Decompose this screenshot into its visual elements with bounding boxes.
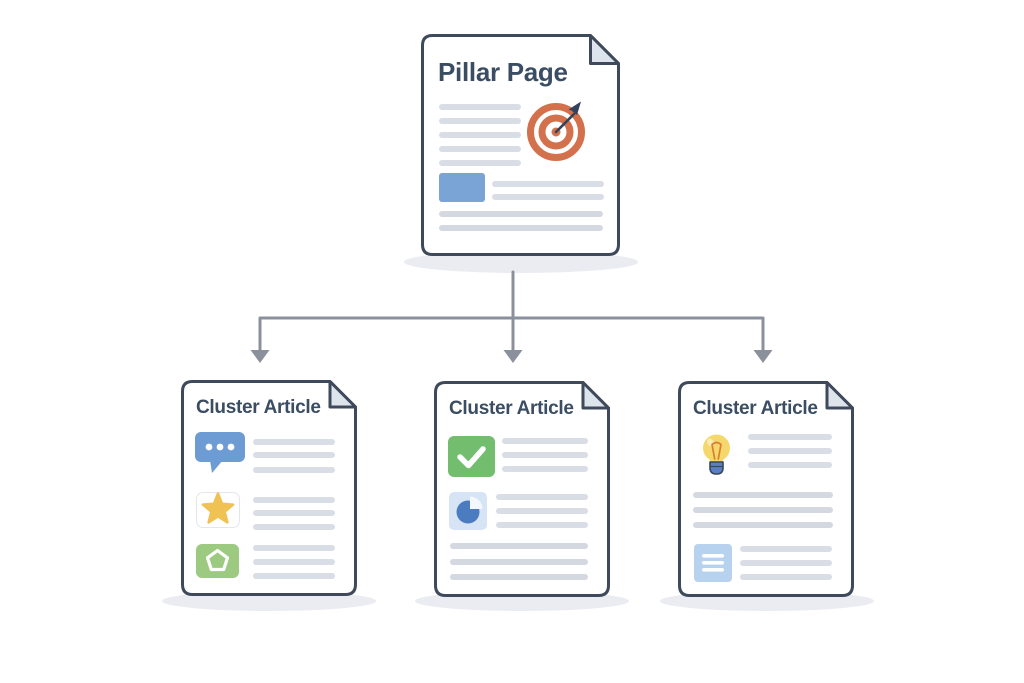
text-line-placeholder	[450, 574, 588, 580]
text-line-placeholder	[740, 574, 832, 580]
cluster-article-title: Cluster Article	[693, 398, 818, 419]
lightbulb-icon	[703, 434, 730, 475]
text-line-placeholder	[496, 494, 588, 500]
checkmark-icon	[457, 446, 486, 469]
text-line-placeholder	[496, 522, 588, 528]
text-line-placeholder	[439, 104, 521, 110]
arrowhead-icon	[250, 350, 270, 363]
text-line-placeholder	[253, 573, 335, 579]
text-lines-icon	[702, 554, 724, 572]
text-line-placeholder	[748, 462, 832, 468]
text-line-placeholder	[502, 466, 588, 472]
pillar-page-title: Pillar Page	[438, 57, 568, 87]
pentagon-badge	[196, 544, 239, 578]
text-line-placeholder	[439, 118, 521, 124]
text-line-placeholder	[439, 225, 603, 231]
highlight-block	[439, 173, 485, 202]
text-line-placeholder	[439, 146, 521, 152]
text-line-placeholder	[693, 492, 833, 498]
text-line-placeholder	[740, 546, 832, 552]
text-line-placeholder	[693, 507, 833, 513]
arrowhead-icon	[503, 350, 523, 363]
text-line-placeholder	[748, 434, 832, 440]
star-icon	[201, 492, 235, 524]
text-line-placeholder	[439, 132, 521, 138]
text-line-placeholder	[492, 194, 604, 200]
cluster-article-card-3: Cluster Article	[678, 381, 854, 597]
cluster-shadow-1	[162, 591, 376, 611]
pillar-shadow	[404, 251, 638, 273]
pie-chart-icon	[456, 496, 483, 524]
arrowhead-icon	[753, 350, 773, 363]
cluster-article-title: Cluster Article	[449, 398, 574, 419]
target-bullseye-icon	[527, 101, 585, 161]
text-line-placeholder	[253, 559, 335, 565]
text-line-placeholder	[748, 448, 832, 454]
text-line-placeholder	[439, 160, 521, 166]
text-line-placeholder	[693, 522, 833, 528]
cluster-article-card-1: Cluster Article	[181, 380, 357, 596]
text-block-badge	[694, 544, 732, 582]
text-line-placeholder	[492, 181, 604, 187]
text-line-placeholder	[450, 559, 588, 565]
speech-bubble-icon	[195, 432, 245, 473]
text-line-placeholder	[253, 452, 335, 458]
pillar-page-card: Pillar Page	[421, 34, 620, 256]
text-line-placeholder	[253, 545, 335, 551]
pentagon-icon	[205, 548, 230, 572]
cluster-article-card-2: Cluster Article	[434, 381, 610, 597]
text-line-placeholder	[740, 560, 832, 566]
cluster-article-title: Cluster Article	[196, 397, 321, 418]
text-line-placeholder	[439, 211, 603, 217]
text-line-placeholder	[253, 439, 335, 445]
text-line-placeholder	[253, 510, 335, 516]
checkmark-badge	[448, 436, 495, 477]
pie-chart-badge	[449, 492, 487, 530]
text-line-placeholder	[502, 452, 588, 458]
text-line-placeholder	[496, 508, 588, 514]
text-line-placeholder	[450, 543, 588, 549]
text-line-placeholder	[253, 524, 335, 530]
text-line-placeholder	[502, 438, 588, 444]
text-line-placeholder	[253, 467, 335, 473]
text-line-placeholder	[253, 497, 335, 503]
star-card	[196, 492, 240, 528]
